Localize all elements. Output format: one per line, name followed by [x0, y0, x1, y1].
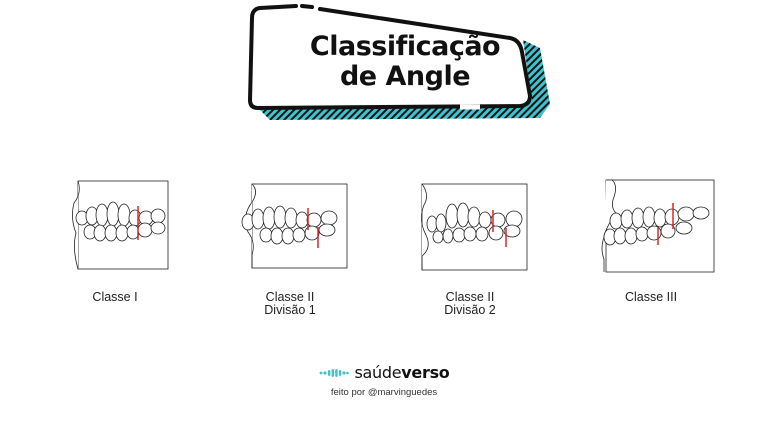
teeth-class-1-illustration [72, 180, 169, 270]
brand-name-light: saúde [354, 363, 402, 382]
title-badge: Classificação de Angle [240, 0, 560, 130]
class-sublabel-3: Divisão 2 [444, 303, 496, 317]
footer: saúdeverso feito por @marvinguedes [0, 363, 768, 398]
teeth-class-2-div-1-illustration [241, 183, 348, 269]
class-card-3: Classe II Divisão 2 [395, 180, 545, 317]
class-card-4: Classe III [576, 177, 726, 304]
sound-wave-icon [319, 368, 349, 377]
title-line-2: de Angle [339, 61, 471, 92]
class-card-2: Classe II Divisão 1 [215, 180, 365, 317]
class-card-1: Classe I [40, 178, 190, 304]
class-label-1: Classe I [92, 290, 138, 304]
class-label-3: Classe II [445, 290, 495, 304]
title-frame-decoration [248, 4, 550, 120]
brand-name: saúdeverso [355, 363, 450, 382]
author-credit: feito por @marvinguedes [330, 386, 438, 398]
class-label-4: Classe III [624, 290, 678, 304]
brand-name-bold: verso [401, 363, 450, 382]
class-sublabel-2: Divisão 1 [264, 303, 316, 317]
teeth-class-3-illustration [601, 179, 715, 273]
brand-logo: saúdeverso [319, 363, 450, 382]
teeth-class-2-div-2-illustration [420, 183, 527, 271]
class-label-2: Classe II [265, 290, 315, 304]
title-line-1: Classificação [309, 31, 501, 62]
page-title: Classificação de Angle [240, 32, 570, 92]
